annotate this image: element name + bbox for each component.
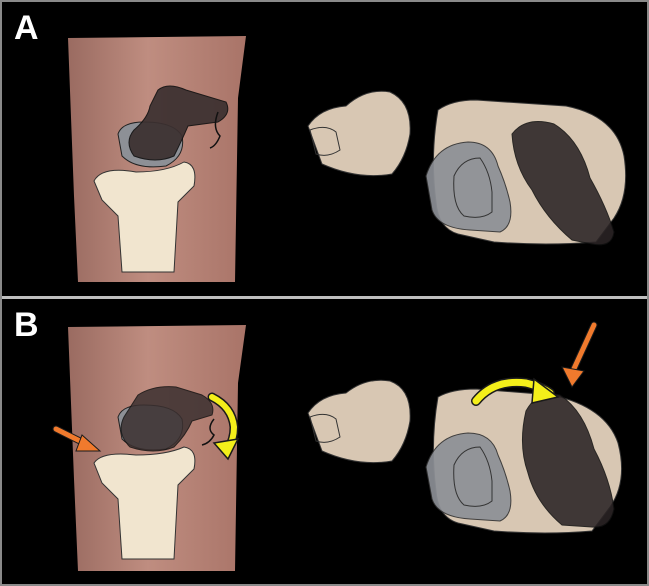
pisiform-bone [308, 91, 410, 175]
panel-label-a: A [14, 8, 39, 48]
panel-a-illustration [6, 6, 643, 293]
panel-divider [0, 296, 649, 299]
panel-b: B [6, 303, 643, 580]
panel-b-illustration [6, 303, 643, 580]
panel-a: A [6, 6, 643, 293]
panel-label-b: B [14, 305, 39, 345]
pointer-arrow-icon [562, 325, 594, 387]
pisiform-bone [308, 380, 410, 462]
